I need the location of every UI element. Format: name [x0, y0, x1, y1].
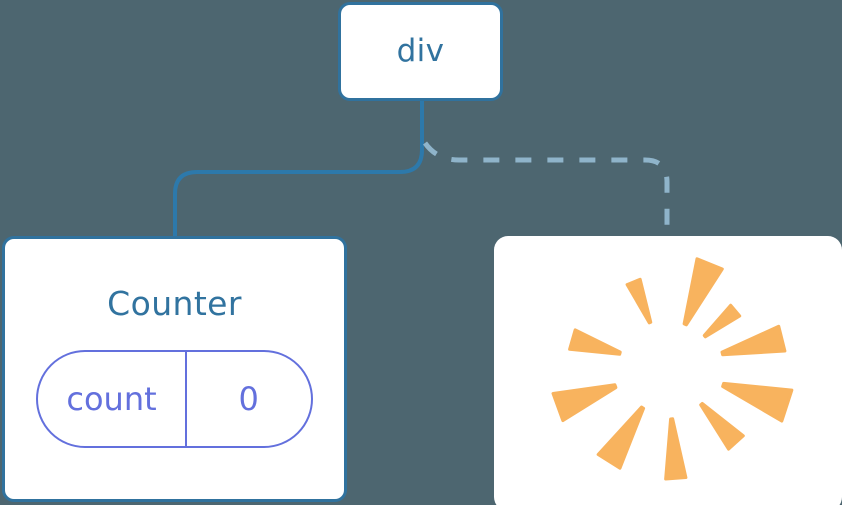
burst-ray-4 — [699, 401, 745, 451]
burst-ray-0 — [682, 257, 724, 327]
burst-ray-3 — [721, 381, 794, 423]
node-counter-title: Counter — [107, 284, 242, 323]
state-value-label: 0 — [184, 352, 311, 446]
burst-ray-5 — [664, 417, 688, 481]
node-div-title: div — [396, 33, 445, 69]
edge-div-to-counter — [173, 99, 424, 240]
burst-ray-7 — [551, 383, 618, 423]
state-pill-count[interactable]: count 0 — [36, 350, 313, 448]
node-counter[interactable]: Counter count 0 — [2, 236, 347, 502]
state-key-label: count — [66, 380, 157, 418]
node-burst[interactable] — [494, 236, 842, 505]
burst-ray-2 — [720, 324, 787, 357]
node-div[interactable]: div — [338, 2, 503, 101]
edge-div-to-burst — [422, 141, 670, 238]
burst-ray-8 — [568, 328, 622, 356]
burst-ray-1 — [702, 303, 742, 339]
burst-ray-6 — [596, 405, 646, 470]
burst-ray-9 — [625, 277, 653, 325]
burst-sparkle-icon — [551, 257, 794, 481]
